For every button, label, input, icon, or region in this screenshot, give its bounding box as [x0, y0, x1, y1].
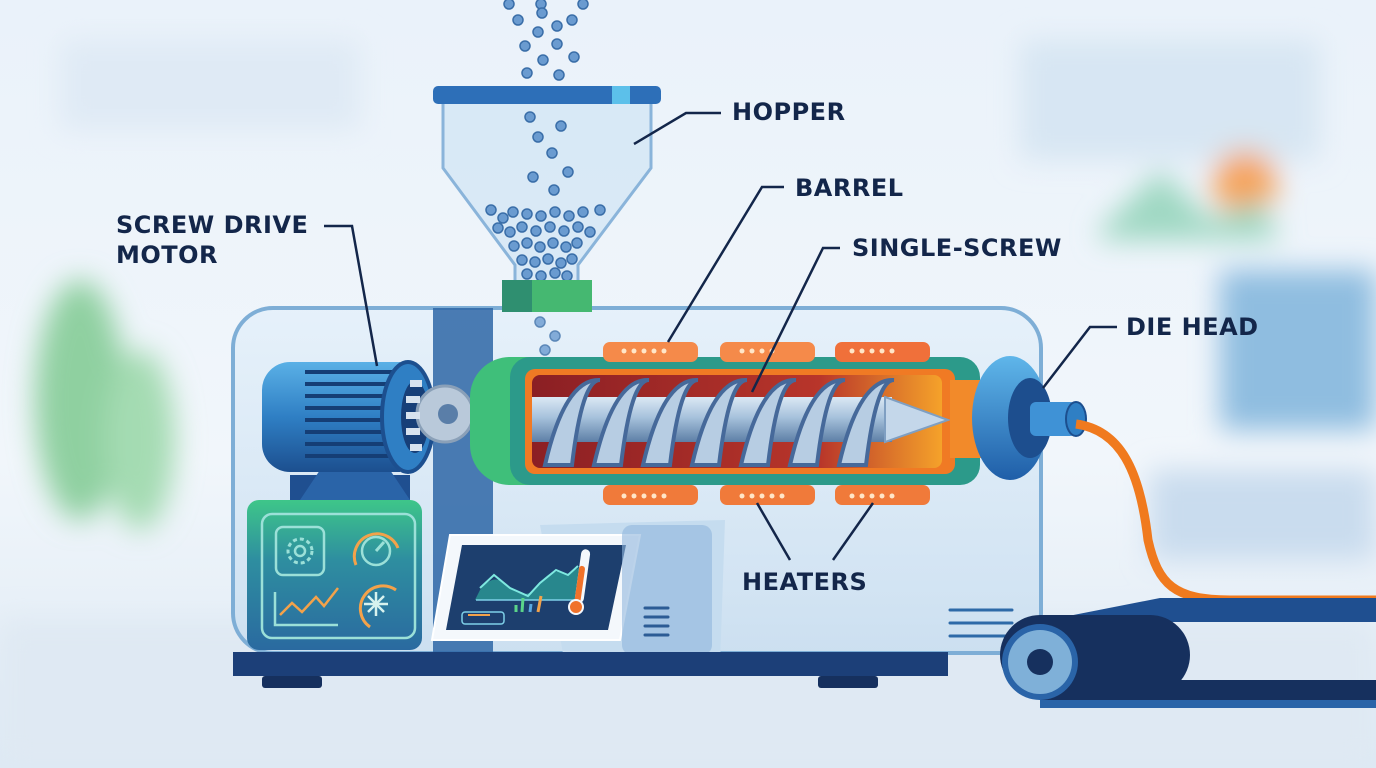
drive-gear: [406, 380, 475, 451]
control-panel: [247, 500, 422, 650]
label-screw-drive-motor-line2: MOTOR: [116, 241, 219, 269]
single-screw: [532, 377, 951, 467]
hopper-leader: [633, 111, 721, 146]
die-head: [950, 356, 1087, 480]
wave-chart: [475, 567, 580, 600]
gauge-icon: [352, 532, 400, 567]
heater-band-top-1: [603, 342, 698, 362]
heater-band-bottom-1: [603, 485, 698, 505]
line-chart-icon: [273, 587, 339, 627]
thermometer: [568, 549, 591, 615]
label-heaters: HEATERS: [742, 568, 868, 596]
heater-bands: [603, 342, 930, 505]
falling-pellets: [503, 0, 589, 81]
barrel-leader: [666, 185, 784, 343]
label-barrel: BARREL: [795, 174, 904, 202]
die-head-leader: [1042, 325, 1117, 389]
machine-base: [233, 652, 948, 676]
gear-icon: [274, 525, 326, 577]
extrudate-strand: [1075, 419, 1376, 605]
label-die-head: DIE HEAD: [1126, 313, 1259, 341]
hopper: [433, 86, 661, 356]
single-screw-leader: [750, 246, 840, 393]
cooling-fan-icon: [358, 584, 397, 629]
heater-band-bottom-2: [720, 485, 815, 505]
conveyor-belt: [1000, 598, 1376, 708]
screw-drive-motor-leader: [324, 224, 379, 367]
leader-lines: [324, 111, 1117, 561]
label-hopper: HOPPER: [732, 98, 846, 126]
label-single-screw: SINGLE-SCREW: [852, 234, 1062, 262]
heaters-leader-1: [755, 502, 792, 561]
vent-grille: [643, 606, 670, 637]
cabinet: [622, 525, 712, 655]
bar-chart: [514, 595, 543, 613]
heater-band-top-2: [720, 342, 815, 362]
vent-grille-right: [948, 608, 1014, 638]
label-screw-drive-motor-line1: SCREW DRIVE: [116, 211, 309, 239]
heaters-leader-2: [831, 502, 875, 561]
